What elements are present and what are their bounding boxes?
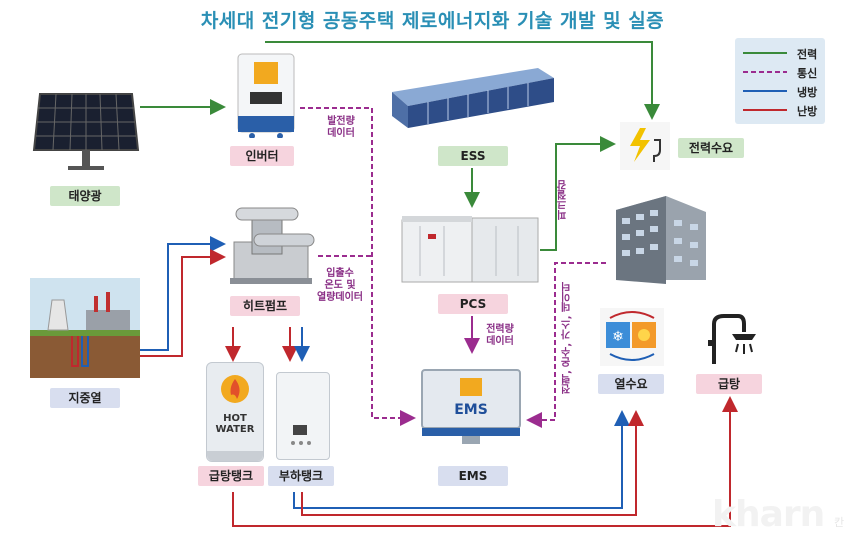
pcs-cabinet-icon bbox=[401, 216, 539, 283]
building-icon bbox=[616, 196, 706, 284]
watermark-logo: kharn bbox=[712, 494, 825, 535]
geo-to-heatpump-heating bbox=[140, 249, 226, 357]
peak-saving-annotation: 피크절감 bbox=[558, 180, 569, 220]
building-to-ems-comm bbox=[526, 262, 606, 428]
generation-data-annotation: 발전량 데이터 bbox=[327, 116, 355, 139]
ems-screen-text: EMS bbox=[454, 402, 488, 418]
heat-pump-icon bbox=[230, 207, 315, 284]
hot-water-tank-icon: HOT WATER bbox=[206, 362, 264, 462]
ems-label: EMS bbox=[438, 466, 508, 486]
hwtank-to-hotwater-line bbox=[232, 396, 738, 527]
watermark-sub: 칸 bbox=[834, 516, 845, 529]
geothermal-icon bbox=[30, 278, 140, 378]
inverter-to-ems-comm bbox=[300, 107, 416, 426]
loadtank-to-heatdemand-heat bbox=[301, 410, 644, 516]
pcs-to-demand-line bbox=[540, 136, 616, 251]
solar-label: 태양광 bbox=[50, 186, 120, 206]
shower-icon bbox=[708, 314, 756, 364]
power-plug-icon bbox=[620, 122, 670, 170]
heatpump-label: 히트펌프 bbox=[230, 296, 300, 316]
legend-power: 전력 bbox=[743, 48, 818, 61]
hw-tank-label: 급탕탱크 bbox=[198, 466, 264, 486]
load-tank-label: 부하탱크 bbox=[268, 466, 334, 486]
inverter-to-demand-line bbox=[265, 41, 660, 120]
hot-water-text: HOT WATER bbox=[215, 413, 255, 435]
legend: 전력 통신 냉방 난방 bbox=[735, 38, 825, 124]
legend-heating: 난방 bbox=[743, 105, 818, 118]
svg-text:❄: ❄ bbox=[612, 329, 624, 345]
flame-icon bbox=[221, 375, 249, 403]
power-demand-label: 전력수요 bbox=[678, 138, 744, 158]
geo-to-heatpump-cooling bbox=[140, 236, 226, 351]
loadtank-to-heatdemand-cool bbox=[293, 410, 630, 509]
hot-water-label: 급탕 bbox=[696, 374, 762, 394]
legend-cooling: 냉방 bbox=[743, 86, 818, 99]
solar-panel-icon bbox=[32, 93, 140, 170]
pcs-label: PCS bbox=[438, 294, 508, 314]
ems-monitor-icon: EMS bbox=[421, 369, 521, 444]
ess-rack-icon bbox=[392, 68, 554, 128]
page-title: 차세대 전기형 공동주택 제로에너지화 기술 개발 및 실증 bbox=[200, 10, 665, 32]
ess-label: ESS bbox=[438, 146, 508, 166]
building-data-annotation: 전력, 온수, 가스, 데이터 bbox=[562, 282, 573, 394]
heatpump-data-annotation: 입출수 온도 및 열량데이터 bbox=[317, 268, 363, 303]
heat-demand-label: 열수요 bbox=[598, 374, 664, 394]
power-data-annotation: 전력량 데이터 bbox=[486, 324, 514, 347]
inverter-label: 인버터 bbox=[230, 146, 294, 166]
inverter-icon bbox=[237, 53, 295, 138]
legend-comm: 통신 bbox=[743, 67, 818, 80]
geothermal-label: 지중열 bbox=[50, 388, 120, 408]
boiler-tank-icon bbox=[276, 372, 330, 460]
heat-cool-icon: ❄ bbox=[600, 308, 664, 366]
